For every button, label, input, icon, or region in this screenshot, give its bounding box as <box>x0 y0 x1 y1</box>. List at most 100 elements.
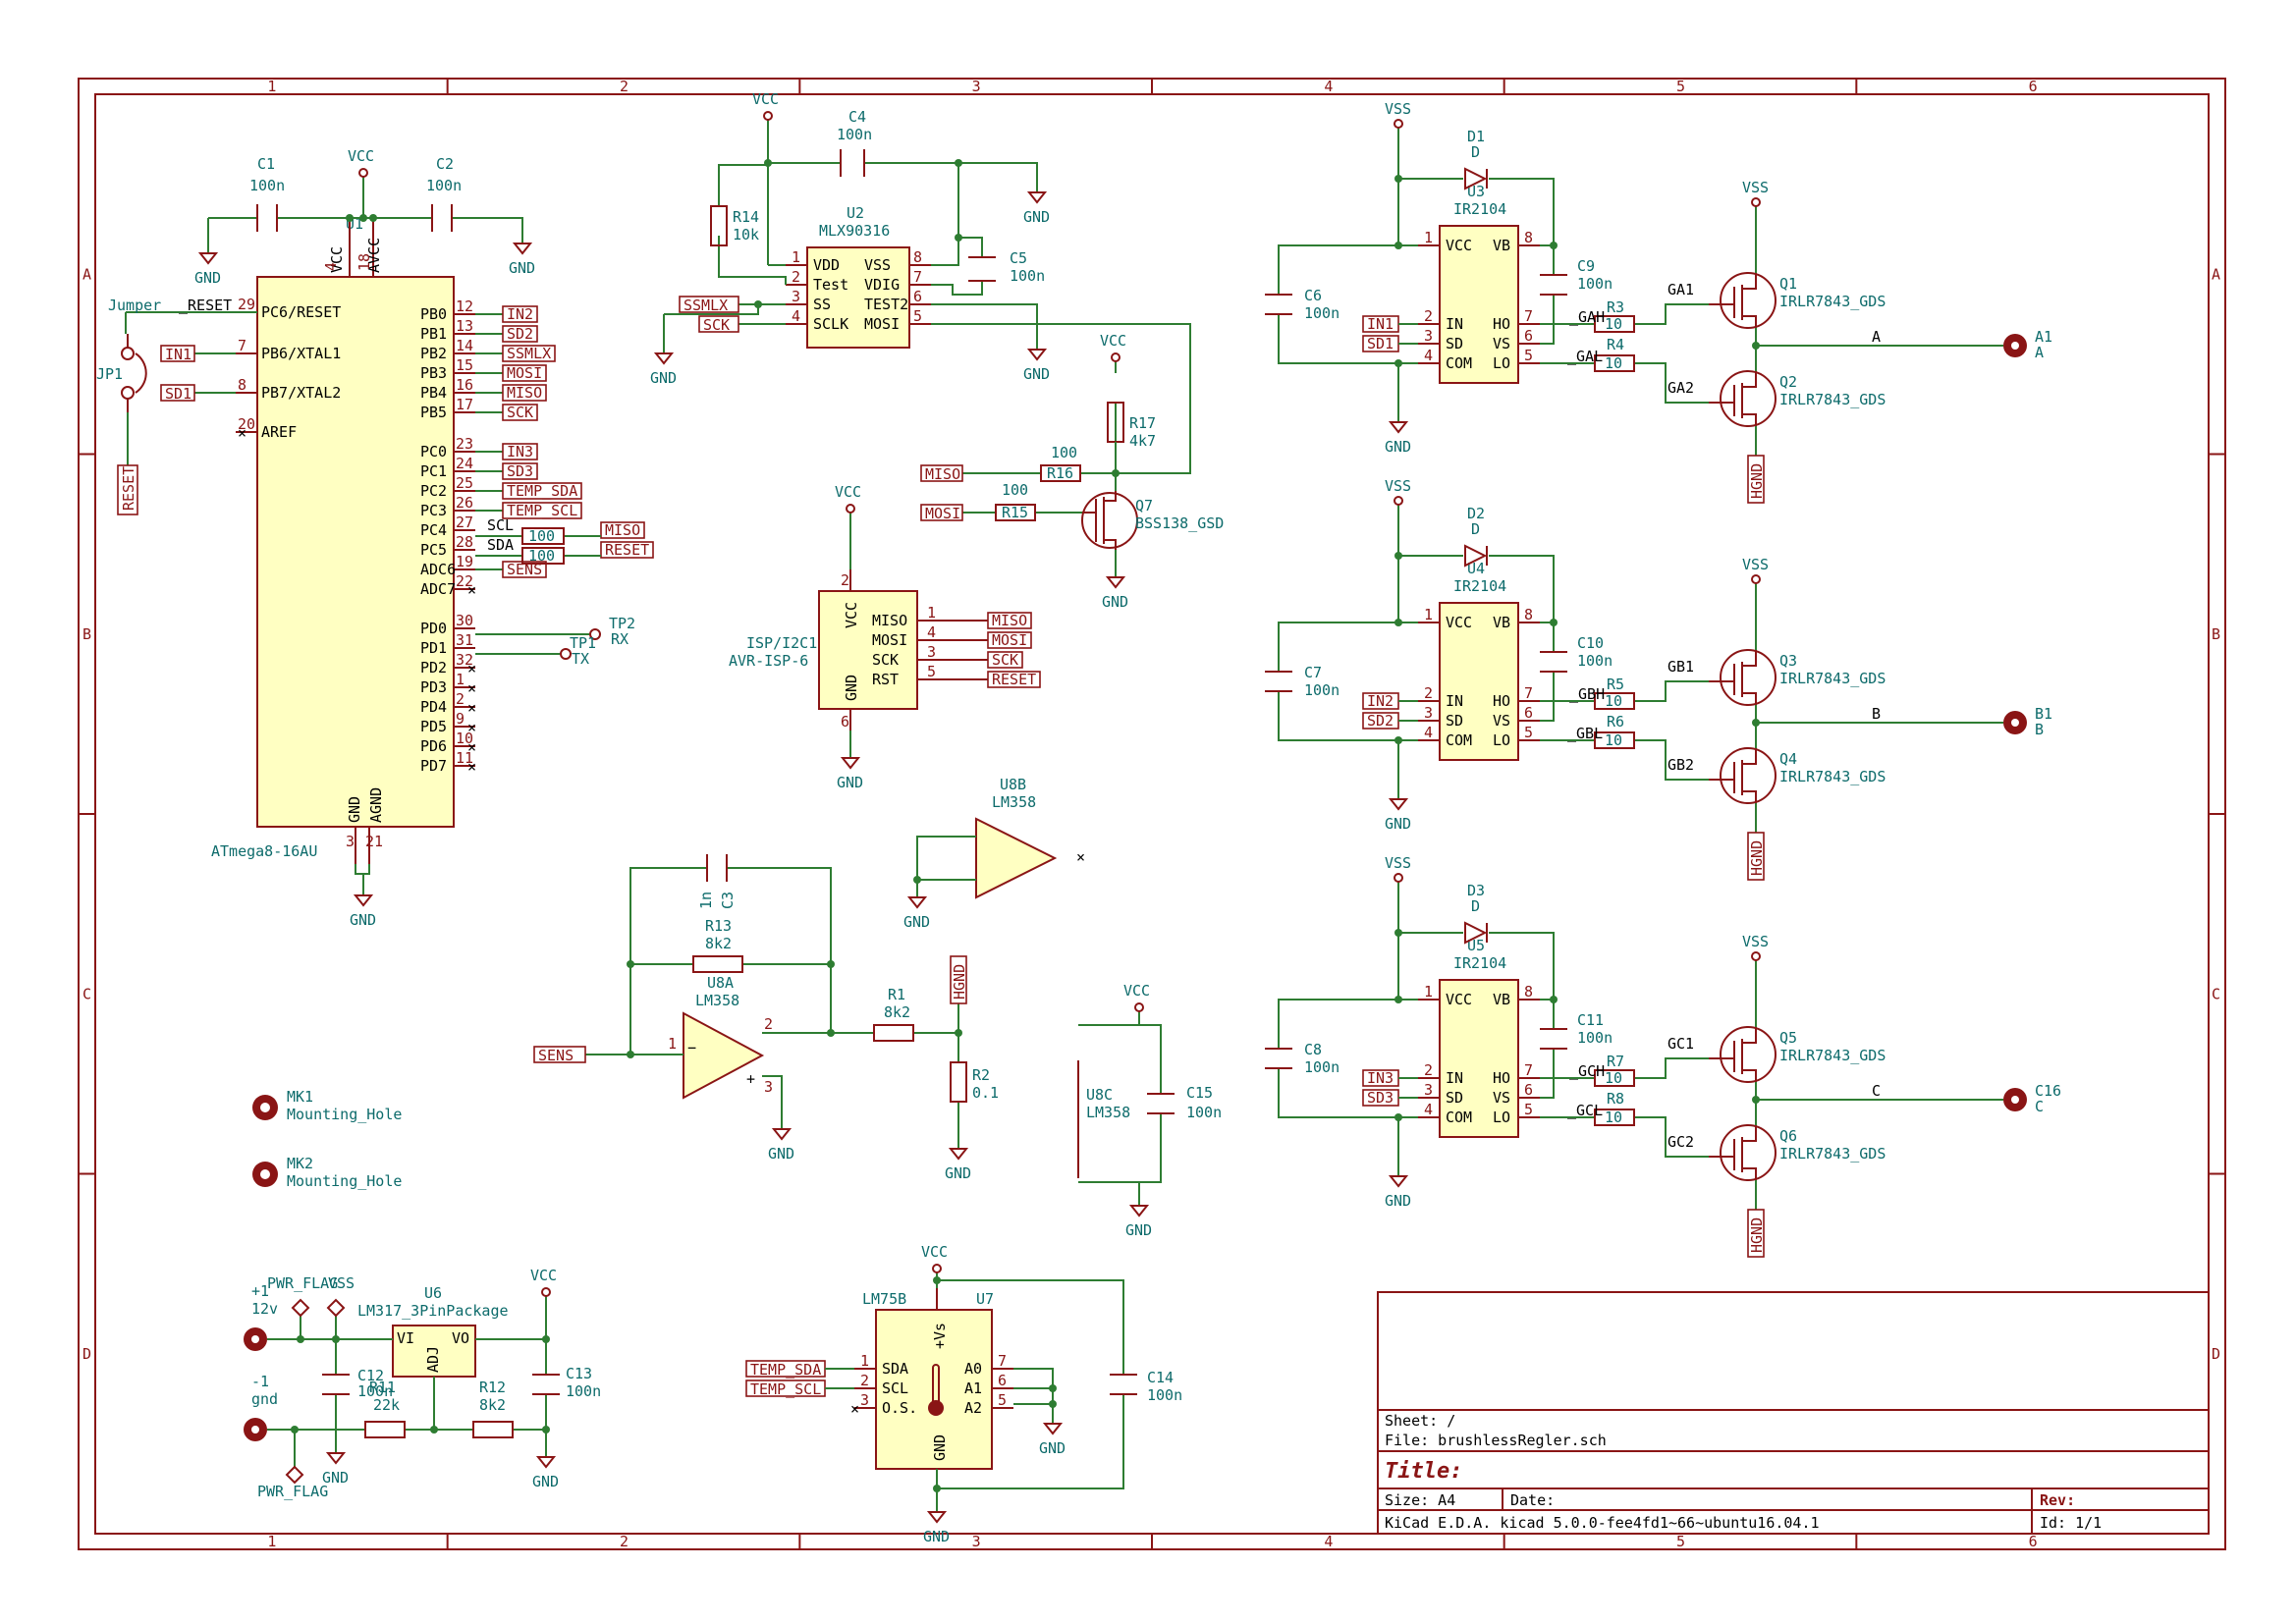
c13-value: 100n <box>566 1382 601 1400</box>
mk1-value: Mounting_Hole <box>287 1106 402 1123</box>
mosfet-value-q3: IRLR7843_GDS <box>1779 670 1886 687</box>
mosfet-value-q1: IRLR7843_GDS <box>1779 293 1886 310</box>
zone-col-6-bottom: 6 <box>2029 1533 2038 1550</box>
mcu-nc-21: × <box>467 758 476 776</box>
gate-net-_gcl: _GCL <box>1567 1102 1603 1119</box>
u6-adj: ADJ <box>424 1346 442 1373</box>
c1-value: 100n <box>249 177 285 194</box>
driver-pin-name-U3-sd: SD <box>1446 335 1463 352</box>
gate-res-ref-R7: R7 <box>1607 1053 1624 1070</box>
mcu-agnd-name: AGND <box>367 787 385 823</box>
mlx-pin-7: 7 <box>913 268 922 286</box>
title-label: Title: <box>1385 1459 1462 1484</box>
gate-net-gb1: GB1 <box>1667 658 1694 676</box>
driver-pin-U5-4: 4 <box>1424 1101 1433 1118</box>
mcu-pin-16: 16 <box>456 376 473 394</box>
os-nc: × <box>850 1400 859 1418</box>
isp-pin-5: 5 <box>927 663 936 680</box>
mk2-value: Mounting_Hole <box>287 1172 402 1190</box>
gate-net-_gch: _GCH <box>1569 1062 1605 1080</box>
driver-pin-name-U3-lo: LO <box>1493 354 1510 372</box>
q7-value: BSS138_GSD <box>1135 514 1224 532</box>
level-shifter: MISO MOSI R16 100 R15 100 R17 4k7 Q7 BSS… <box>920 361 1224 577</box>
mcu-nc-20: × <box>467 738 476 756</box>
mcu-net-label-miso-4: MISO <box>507 384 542 402</box>
c12-value: 100n <box>357 1382 393 1400</box>
mcu-net-label-in2-0: IN2 <box>507 305 533 323</box>
isp-gnd-pin: 6 <box>841 713 849 730</box>
gnd-symbol-0: GND <box>194 269 221 287</box>
mlx-pin-name-ss: SS <box>813 296 831 313</box>
mcu-gnd-name: GND <box>346 796 363 823</box>
mcu-pin-25: 25 <box>456 474 473 492</box>
mcu-pin-name-pc5: PC5 <box>420 541 447 559</box>
p2-value: gnd <box>251 1390 278 1408</box>
zone-col-4-bottom: 4 <box>1324 1533 1333 1550</box>
hgnd-label-c: HGND <box>1748 1217 1766 1253</box>
gate-net-_gbl: _GBL <box>1567 725 1603 742</box>
u8a-minus: − <box>687 1039 696 1056</box>
diode-value-D3: D <box>1471 897 1480 915</box>
u8a-pin1: 1 <box>668 1035 677 1053</box>
isp-gnd-name: GND <box>843 675 860 701</box>
mcu-net-label-temp_sda-8: TEMP_SDA <box>507 482 577 500</box>
gate-net-gc2: GC2 <box>1667 1133 1694 1151</box>
isp-pin-name-miso: MISO <box>872 612 907 629</box>
vcc-symbol-1: VCC <box>752 90 779 108</box>
mcu-pin-29: 29 <box>238 296 255 313</box>
r2-value: 0.1 <box>972 1084 999 1102</box>
driver-ref-U4: U4 <box>1467 560 1485 577</box>
gate-res-ref-R6: R6 <box>1607 713 1624 730</box>
sheet-label: Sheet: / <box>1385 1412 1455 1430</box>
sck-label: SCK <box>703 316 730 334</box>
driver-label-sd1: SD1 <box>1367 335 1394 352</box>
driver-pin-name-U3-vb: VB <box>1493 237 1510 254</box>
hgnd-label-opamp: HGND <box>951 964 968 1000</box>
mcu-pin-9: 9 <box>456 710 465 728</box>
driver-pin-U4-2: 2 <box>1424 684 1433 702</box>
lm75-value: LM75B <box>862 1290 906 1308</box>
mosfet-value-q6: IRLR7843_GDS <box>1779 1145 1886 1163</box>
u8a-ref: U8A <box>707 974 734 992</box>
mcu-net-label-miso-10: MISO <box>605 521 640 539</box>
mcu-pin-2: 2 <box>456 690 465 708</box>
u8c-value: LM358 <box>1086 1104 1130 1121</box>
driver-pin-U3-3: 3 <box>1424 327 1433 345</box>
mcu-pin-31: 31 <box>456 631 473 649</box>
diode-value-D1: D <box>1471 143 1480 161</box>
lm75-ref: U7 <box>976 1290 994 1308</box>
mcu-pin-17: 17 <box>456 396 473 413</box>
isp-label-mosi: MOSI <box>992 631 1027 649</box>
diode-ref-D2: D2 <box>1467 505 1485 522</box>
driver-pin-name-U5-ho: HO <box>1493 1069 1510 1087</box>
isp-label-sck: SCK <box>992 651 1018 669</box>
output-value-a: A <box>2035 344 2044 361</box>
rev-label: Rev: <box>2040 1491 2075 1509</box>
mcu-in-labels: IN1 SD1 × <box>160 345 246 442</box>
lm75-pin-name-scl: SCL <box>882 1380 908 1397</box>
mcu-pin-name-pd5: PD5 <box>420 718 447 735</box>
mcu-pin-name-pb4: PB4 <box>420 384 447 402</box>
driver-ref-U5: U5 <box>1467 937 1485 954</box>
mcu-pin4: 4 <box>322 262 340 271</box>
mcu-nc-16: × <box>467 660 476 677</box>
mcu-net-label-sck-5: SCK <box>507 404 533 421</box>
u8c-ref: U8C <box>1086 1086 1113 1104</box>
driver-pin-name-U5-vs: VS <box>1493 1089 1510 1107</box>
driver-pin-U3-4: 4 <box>1424 347 1433 364</box>
driver-pin-U5-6: 6 <box>1524 1081 1533 1099</box>
driver-pin-name-U4-lo: LO <box>1493 731 1510 749</box>
cin-ref-C8: C8 <box>1304 1041 1322 1058</box>
vss-symbol-c-0: VSS <box>1385 854 1411 872</box>
zone-col-5-bottom: 5 <box>1676 1533 1685 1550</box>
vcc-symbol-3: VCC <box>835 483 861 501</box>
driver-pin-U5-2: 2 <box>1424 1061 1433 1079</box>
driver-pin-name-U5-vcc: VCC <box>1446 991 1472 1008</box>
gate-res-value-R3: 10 <box>1605 315 1622 333</box>
pwr-flag-top: PWR_FLAG <box>267 1274 338 1292</box>
driver-pin-U4-4: 4 <box>1424 724 1433 741</box>
output-value-c: C <box>2035 1098 2044 1115</box>
